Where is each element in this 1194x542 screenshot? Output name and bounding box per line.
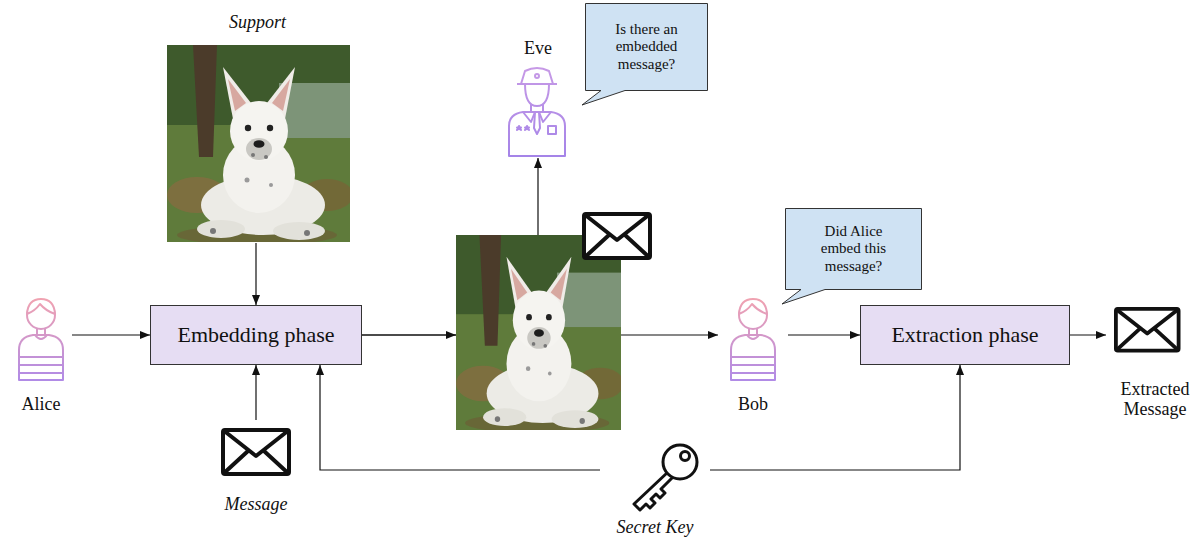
node-label: Message — [225, 494, 288, 515]
connector-arrow — [255, 365, 256, 420]
input-node: Message — [206, 420, 306, 515]
actor-node: Alice — [10, 290, 72, 415]
person-icon — [19, 299, 63, 380]
envelope-icon — [1116, 309, 1179, 351]
connector-arrow — [255, 243, 256, 305]
key-node: Secret Key — [600, 438, 710, 538]
node-label: Is there an embedded message? — [599, 21, 695, 73]
support-photo — [167, 45, 353, 245]
node-label: Embedding phase — [177, 322, 334, 347]
bubble-outline — [782, 209, 922, 305]
person-icon — [731, 299, 775, 380]
envelope-icon — [223, 430, 289, 474]
node-label: Extracted Message — [1106, 379, 1194, 420]
actor-node: Bob — [718, 290, 788, 415]
officer-icon — [509, 68, 565, 156]
connector-arrow — [788, 334, 860, 335]
process-box: Extraction phase — [860, 305, 1070, 365]
node-label: Support — [229, 12, 286, 33]
speech-bubble: Did Alice embed this message? — [785, 208, 922, 290]
node-label: Extraction phase — [891, 322, 1038, 347]
actor-node: Eve — [497, 38, 579, 158]
node-label: Secret Key — [617, 517, 694, 538]
connector-arrow — [1070, 334, 1106, 335]
output-node: Extracted Message — [1106, 295, 1194, 420]
bubble-outline — [582, 4, 708, 106]
speech-bubble: Is there an embedded message? — [585, 3, 708, 91]
key-icon — [634, 445, 697, 510]
node-label: Did Alice embed this message? — [810, 223, 898, 275]
process-box: Embedding phase — [150, 305, 362, 365]
node-label: Eve — [524, 38, 552, 59]
photo-caption-node: Support — [165, 12, 350, 243]
node-label: Bob — [738, 394, 768, 415]
envelope-icon — [584, 214, 650, 258]
node-label: Alice — [22, 394, 61, 415]
connector-arrow — [72, 334, 150, 335]
arrowhead — [446, 331, 456, 339]
stego-photo — [456, 235, 624, 433]
